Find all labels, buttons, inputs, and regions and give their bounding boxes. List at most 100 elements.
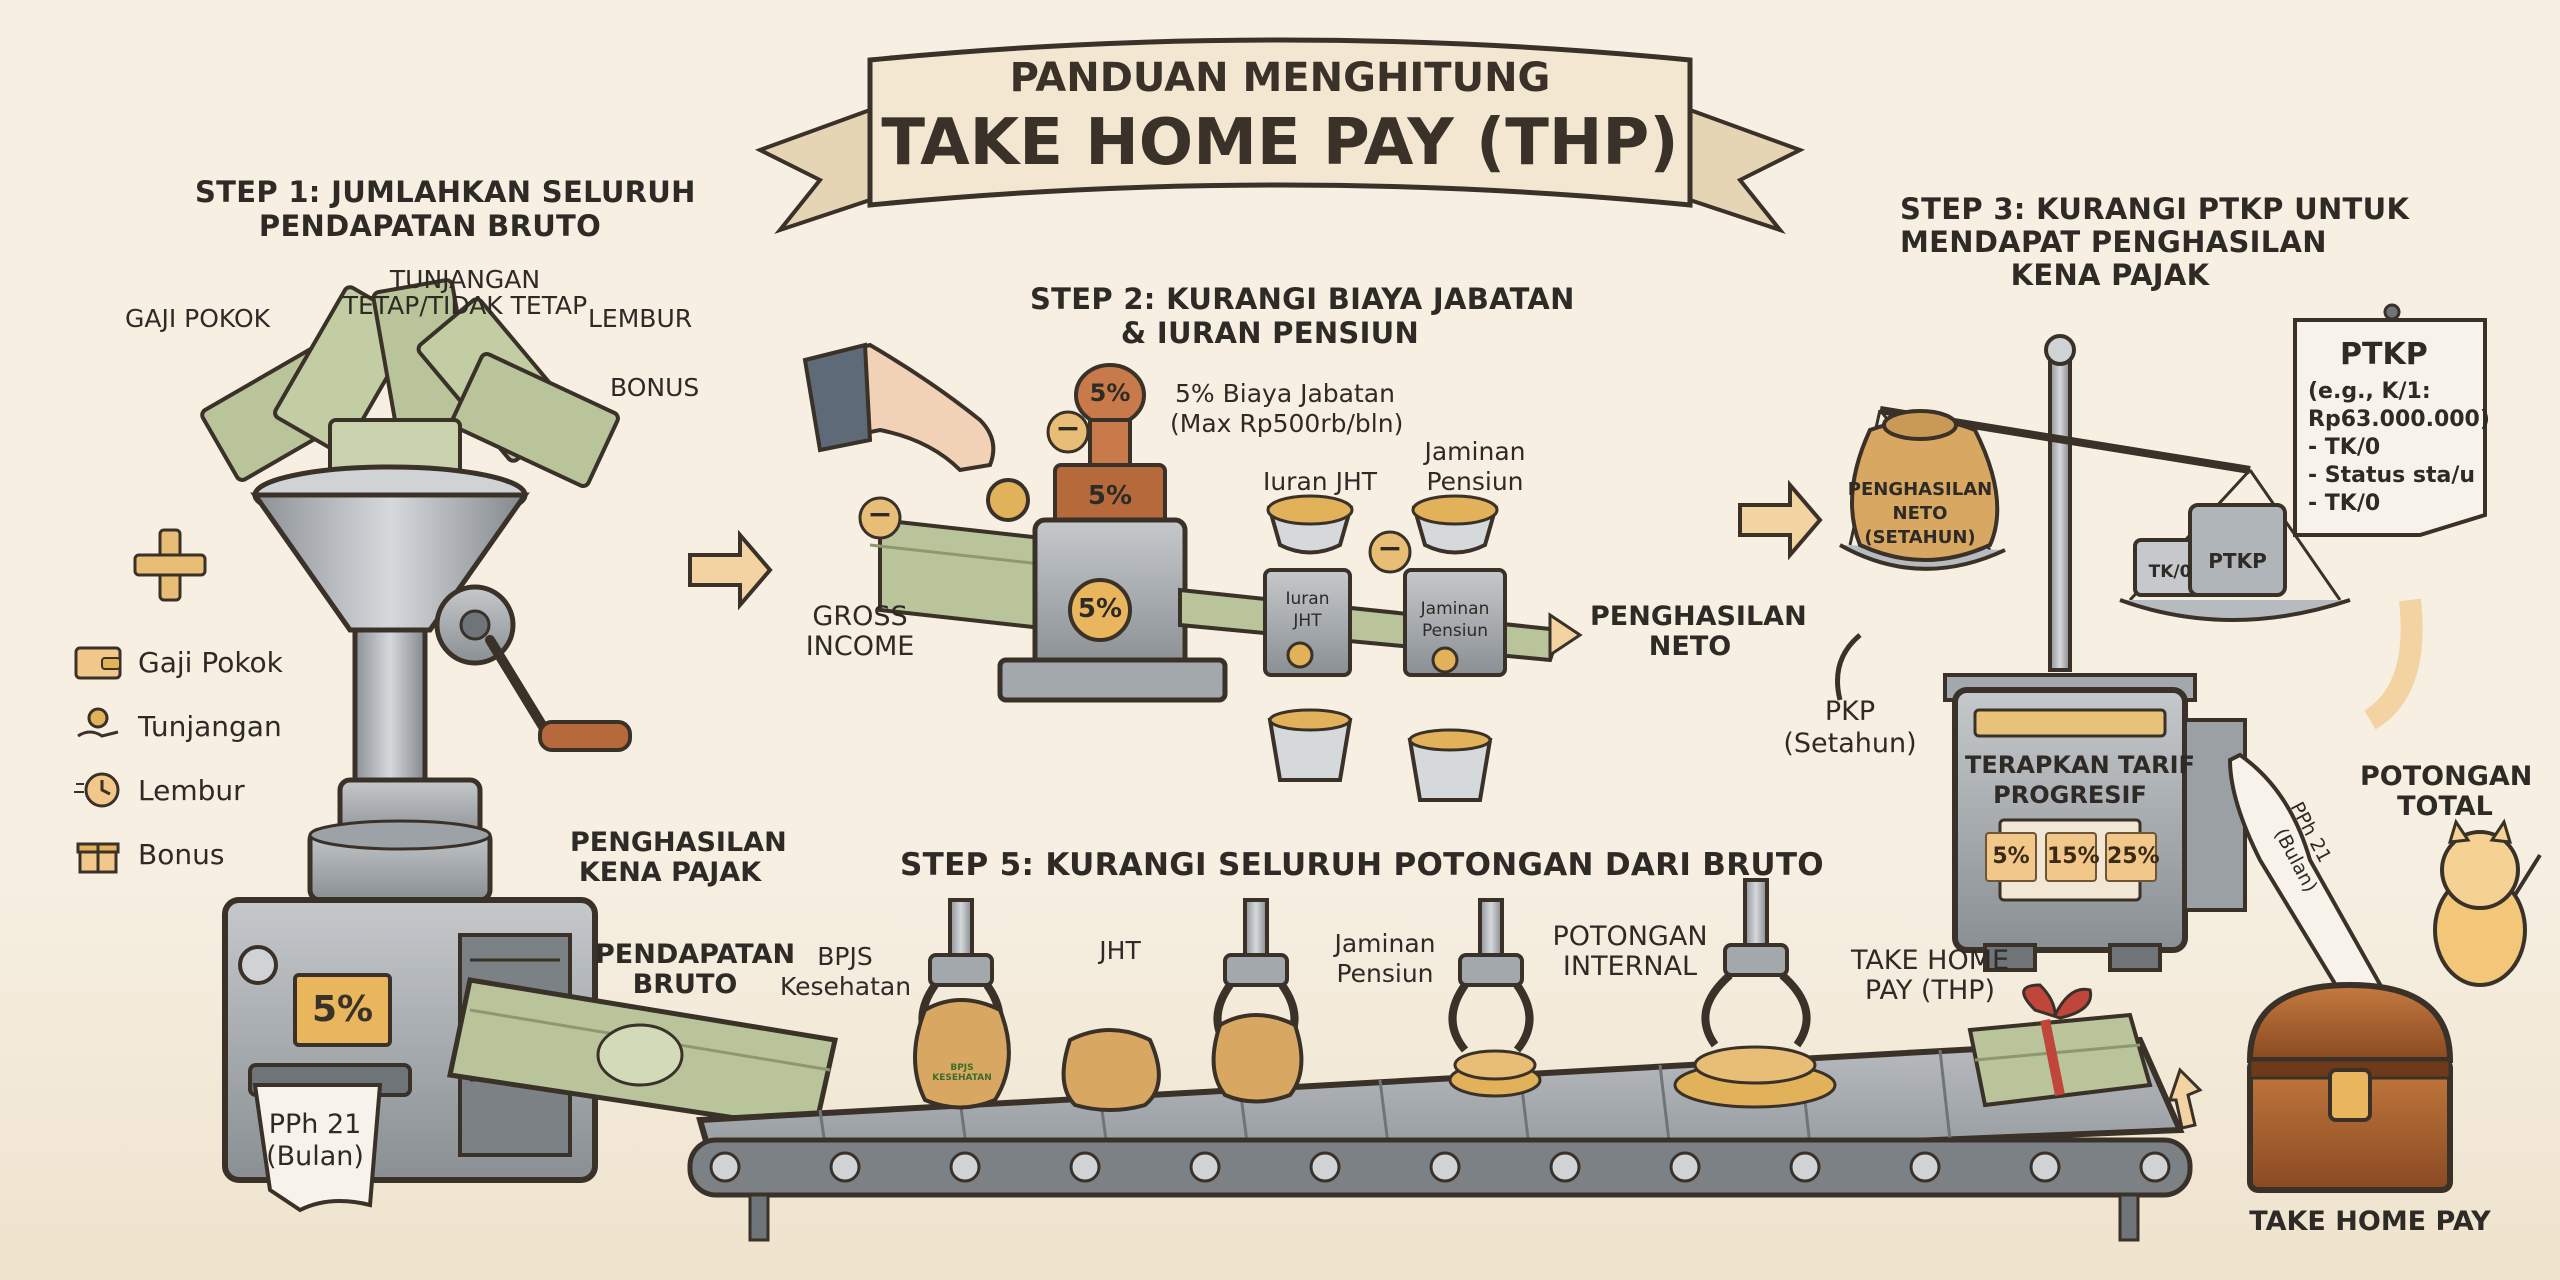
jaminan-pensiun-line1: Jaminan [1424,437,1526,466]
jht-box-line2: JHT [1293,611,1322,631]
step1-title-line2: PENDAPATAN BRUTO [258,209,602,243]
bag-jht [1061,1028,1161,1112]
stamp-top-text: 5% [1089,379,1131,407]
banner-title-line2: TAKE HOME PAY (THP) [881,106,1679,180]
pkp-arrow [1835,633,1862,701]
gift-icon [76,842,120,874]
step3-title-line3: KENA PAJAK [2010,258,2210,292]
label-tunjangan-line1: TUNJANGAN [389,265,541,294]
lucky-cat [2433,818,2542,987]
biaya-jabatan-line1: 5% Biaya Jabatan [1175,379,1395,408]
jaminan-pensiun-conv-line2: Pensiun [1336,959,1434,988]
step1-receipt-line1: PPh 21 [268,1109,362,1140]
potongan-total-line2: TOTAL [2397,791,2493,822]
ptkp-note-line: - Status sta/u [2308,463,2476,488]
pensiun-box-line2: Pensiun [1421,621,1488,641]
legend-row-gaji-pokok: Gaji Pokok [72,642,283,682]
step3-title-line2: MENDAPAT PENGHASILAN [1900,225,2327,259]
funnel-machine [200,278,839,1213]
rate-box: 15% [2045,832,2100,882]
jaminan-pensiun-conv-line1: Jaminan [1334,929,1436,958]
legend-row-lembur: Lembur [72,770,245,810]
weight-large-label: PTKP [2208,549,2267,573]
ptkp-arrow [2363,598,2423,730]
minus-symbol-jht: − [1377,531,1403,566]
minus-symbol-stamp: − [1055,411,1081,446]
pkp-label-line2: KENA PAJAK [578,857,762,888]
bpjs-bag-text: BPJS KESEHATAN [932,1063,992,1084]
iuran-jht-label: Iuran JHT [1262,467,1378,496]
tarif-line1: TERAPKAN TARIF [1965,751,2195,779]
gross-income-line1: GROSS [812,601,908,632]
wallet-icon [74,646,122,680]
belt-rollers [709,1151,2171,1183]
potongan-internal-line1: POTONGAN [1552,921,1708,952]
neto-sack-line2: NETO [1892,503,1948,524]
bruto-line1: PENDAPATAN [595,939,796,970]
pkp-line2: (Setahun) [1783,728,1917,759]
chest-label: TAKE HOME PAY [2249,1206,2491,1237]
legend-label: Tunjangan [138,709,282,743]
step1-badge-plate [293,973,392,1047]
thp-money-stack [1967,983,2153,1108]
neto-line1: PENGHASILAN [1590,601,1807,632]
neto-sack-line1: PENGHASILAN [1847,479,1993,500]
claw-pensiun [1448,898,1542,1098]
pkp-line1: PKP [1824,696,1876,727]
weight-small-label: TK/0 [2148,562,2192,582]
jht-label: JHT [1099,936,1141,965]
ptkp-note-paper [2293,318,2487,537]
legend-row-bonus: Bonus [72,834,224,874]
jht-box-line1: Iuran [1285,589,1330,609]
step5-title: STEP 5: KURANGI SELURUH POTONGAN DARI BR… [900,847,1824,883]
bruto-line2: BRUTO [632,969,738,1000]
ptkp-note-line: - TK/0 [2308,435,2381,460]
label-gaji-pokok: GAJI POKOK [125,304,271,333]
potongan-internal-line2: INTERNAL [1562,951,1698,982]
title-banner [754,37,1806,235]
deduction-machine [802,342,1583,802]
step3-title-line1: STEP 3: KURANGI PTKP UNTUK [1900,192,2410,226]
tarif-line2: PROGRESIF [1993,781,2147,809]
legend-label: Gaji Pokok [138,645,283,679]
label-tunjangan-line2: TETAP/TIDAK TETAP [342,291,588,320]
ptkp-note-title: PTKP [2340,337,2428,372]
money-fan [200,278,620,492]
tax-rate-brackets: 5% 15% 25% [1985,832,2160,882]
thp-line2: PAY (THP) [1864,975,1996,1006]
bpjs-line1: BPJS [817,942,873,971]
gear-stack [307,777,493,903]
potongan-total-line1: POTONGAN [2360,761,2533,792]
coin-hand-icon [77,707,119,738]
arrow-step2-to-step3 [1738,479,1823,561]
legend-label: Bonus [138,837,225,871]
ptkp-note-line: (e.g., K/1: [2308,379,2431,404]
bpjs-line2: Kesehatan [780,972,912,1001]
arrow-to-chest [2167,1067,2203,1130]
claw-jaminan [1211,898,1304,1104]
step1-receipt [252,1083,383,1213]
ptkp-note-line: - TK/0 [2308,491,2381,516]
pkp-label-line1: PENGHASILAN [570,827,787,858]
label-bonus: BONUS [610,373,700,402]
label-lembur: LEMBUR [588,304,693,333]
step1-title-line1: STEP 1: JUMLAHKAN SELURUH [195,175,696,209]
claw-internal [1673,878,1837,1109]
plus-sign [133,528,207,602]
stamp-base-text: 5% [1087,481,1133,511]
ptkp-note-line: Rp63.000.000) [2308,407,2490,432]
neto-sack-line3: (SETAHUN) [1864,527,1976,548]
gross-income-line2: INCOME [805,631,915,662]
clock-icon [74,772,120,808]
step1-machine-badge: 5% [311,989,374,1030]
arrow-step1-to-step2 [688,529,773,611]
treasure-chest [2246,981,2454,1193]
step1-receipt-line2: (Bulan) [266,1141,364,1172]
rate-box: 25% [2105,832,2160,882]
conveyor [687,878,2193,1242]
minus-symbol-money: − [867,497,893,532]
jaminan-pensiun-line2: Pensiun [1426,467,1524,496]
rate-box: 5% [1985,832,2037,882]
banner-title-line1: PANDUAN MENGHITUNG [1009,55,1551,101]
